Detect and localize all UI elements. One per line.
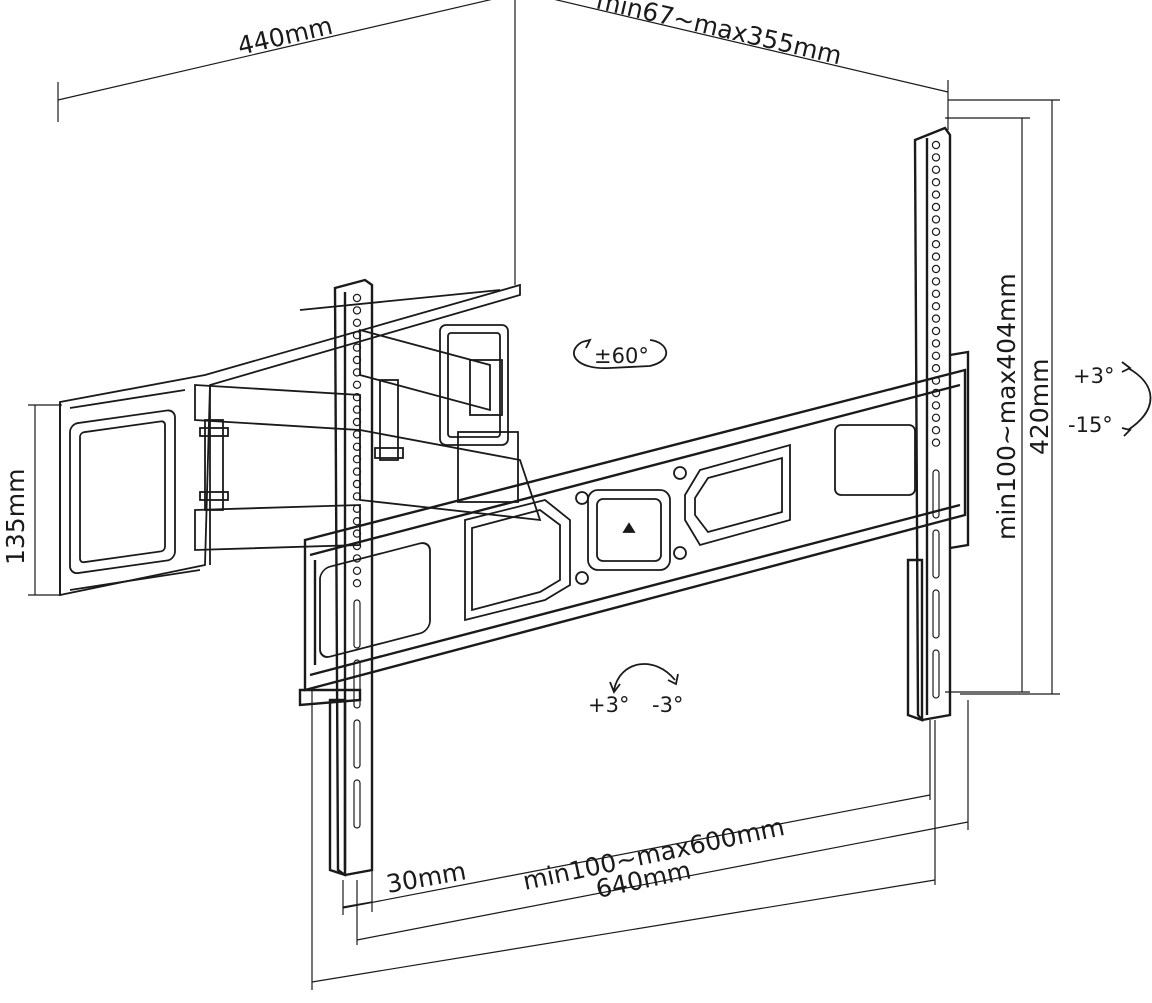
mount-hole (931, 190, 941, 199)
mount-hole (931, 438, 941, 447)
mount-hole (352, 331, 362, 340)
mount-hole (931, 426, 941, 435)
mount-hole (931, 202, 941, 212)
mount-hole (352, 293, 362, 303)
mount-slot (353, 779, 361, 829)
mount-hole (352, 492, 362, 501)
mount-hole (352, 318, 362, 327)
label-extension: min67~max355mm (594, 0, 845, 70)
mount-hole (352, 467, 362, 476)
mount-slot (353, 659, 361, 709)
label-swivel-angle: ±60° (594, 344, 649, 368)
mount-hole (352, 479, 362, 489)
label-vertical-hole-spacing: min100~max404mm (992, 273, 1021, 540)
swivel-arrow (573, 338, 668, 369)
mount-slot (932, 649, 940, 699)
vertical-arm-left (328, 278, 374, 877)
mount-hole (352, 442, 362, 451)
tilt-arrow (1121, 361, 1152, 437)
mount-hole (352, 393, 362, 402)
mount-hole (931, 239, 941, 249)
vertical-arm-right (906, 126, 970, 722)
label-tilt-up: +3° (1073, 364, 1114, 388)
rail-cutouts (319, 424, 916, 658)
mount-hole (352, 554, 362, 563)
mount-hole (352, 566, 362, 576)
mount-hole (931, 227, 941, 236)
mount-hole (931, 326, 941, 336)
wall-plate (59, 283, 521, 597)
mount-hole (352, 405, 362, 414)
mount-slot (932, 529, 940, 579)
dimension-lines (28, 0, 1060, 990)
label-level-plus: +3° (588, 693, 629, 717)
mount-hole (931, 401, 941, 410)
mount-hole (931, 277, 941, 286)
label-bracket-height: 420mm (1025, 359, 1054, 455)
mount-slot (353, 599, 361, 649)
level-arrow (609, 663, 679, 694)
mount-hole (352, 380, 362, 389)
mount-hole (352, 368, 362, 377)
mount-hole (931, 165, 941, 174)
mount-hole (931, 314, 941, 323)
label-wall-plate-width: 440mm (235, 11, 335, 61)
mount-hole (352, 355, 362, 365)
mount-slot (932, 589, 940, 639)
mount-hole (931, 252, 941, 261)
mount-hole (931, 364, 941, 373)
mount-hole (931, 388, 941, 398)
mount-hole (352, 517, 362, 526)
mount-hole (352, 343, 362, 352)
label-tilt-down: -15° (1068, 413, 1113, 437)
label-wall-plate-height: 135mm (1, 469, 30, 565)
mount-hole (931, 339, 941, 348)
swivel-arms (194, 328, 542, 551)
mount-hole (931, 351, 941, 360)
mount-hole (931, 140, 941, 150)
mount-hole (352, 504, 362, 513)
mount-hole (352, 579, 362, 588)
mount-hole (352, 417, 362, 427)
mount-hole (931, 376, 941, 385)
vertical-arm-left-holes (352, 293, 362, 829)
mount-slot (932, 469, 940, 519)
mount-hole (931, 177, 941, 187)
label-level-minus: -3° (652, 693, 683, 717)
mount-hole (352, 306, 362, 315)
horizontal-rail (298, 368, 967, 707)
mount-hole (352, 529, 362, 538)
vertical-arm-right-holes (931, 140, 941, 699)
mount-slot (353, 719, 361, 769)
mount-hole (352, 541, 362, 551)
mount-hole (352, 430, 362, 439)
mount-hole (931, 153, 941, 162)
mount-hole (931, 413, 941, 422)
mount-hole (931, 215, 941, 224)
mount-hole (931, 289, 941, 298)
mount-hole (352, 455, 362, 464)
mount-hole (931, 264, 941, 274)
mount-hole (931, 302, 941, 311)
